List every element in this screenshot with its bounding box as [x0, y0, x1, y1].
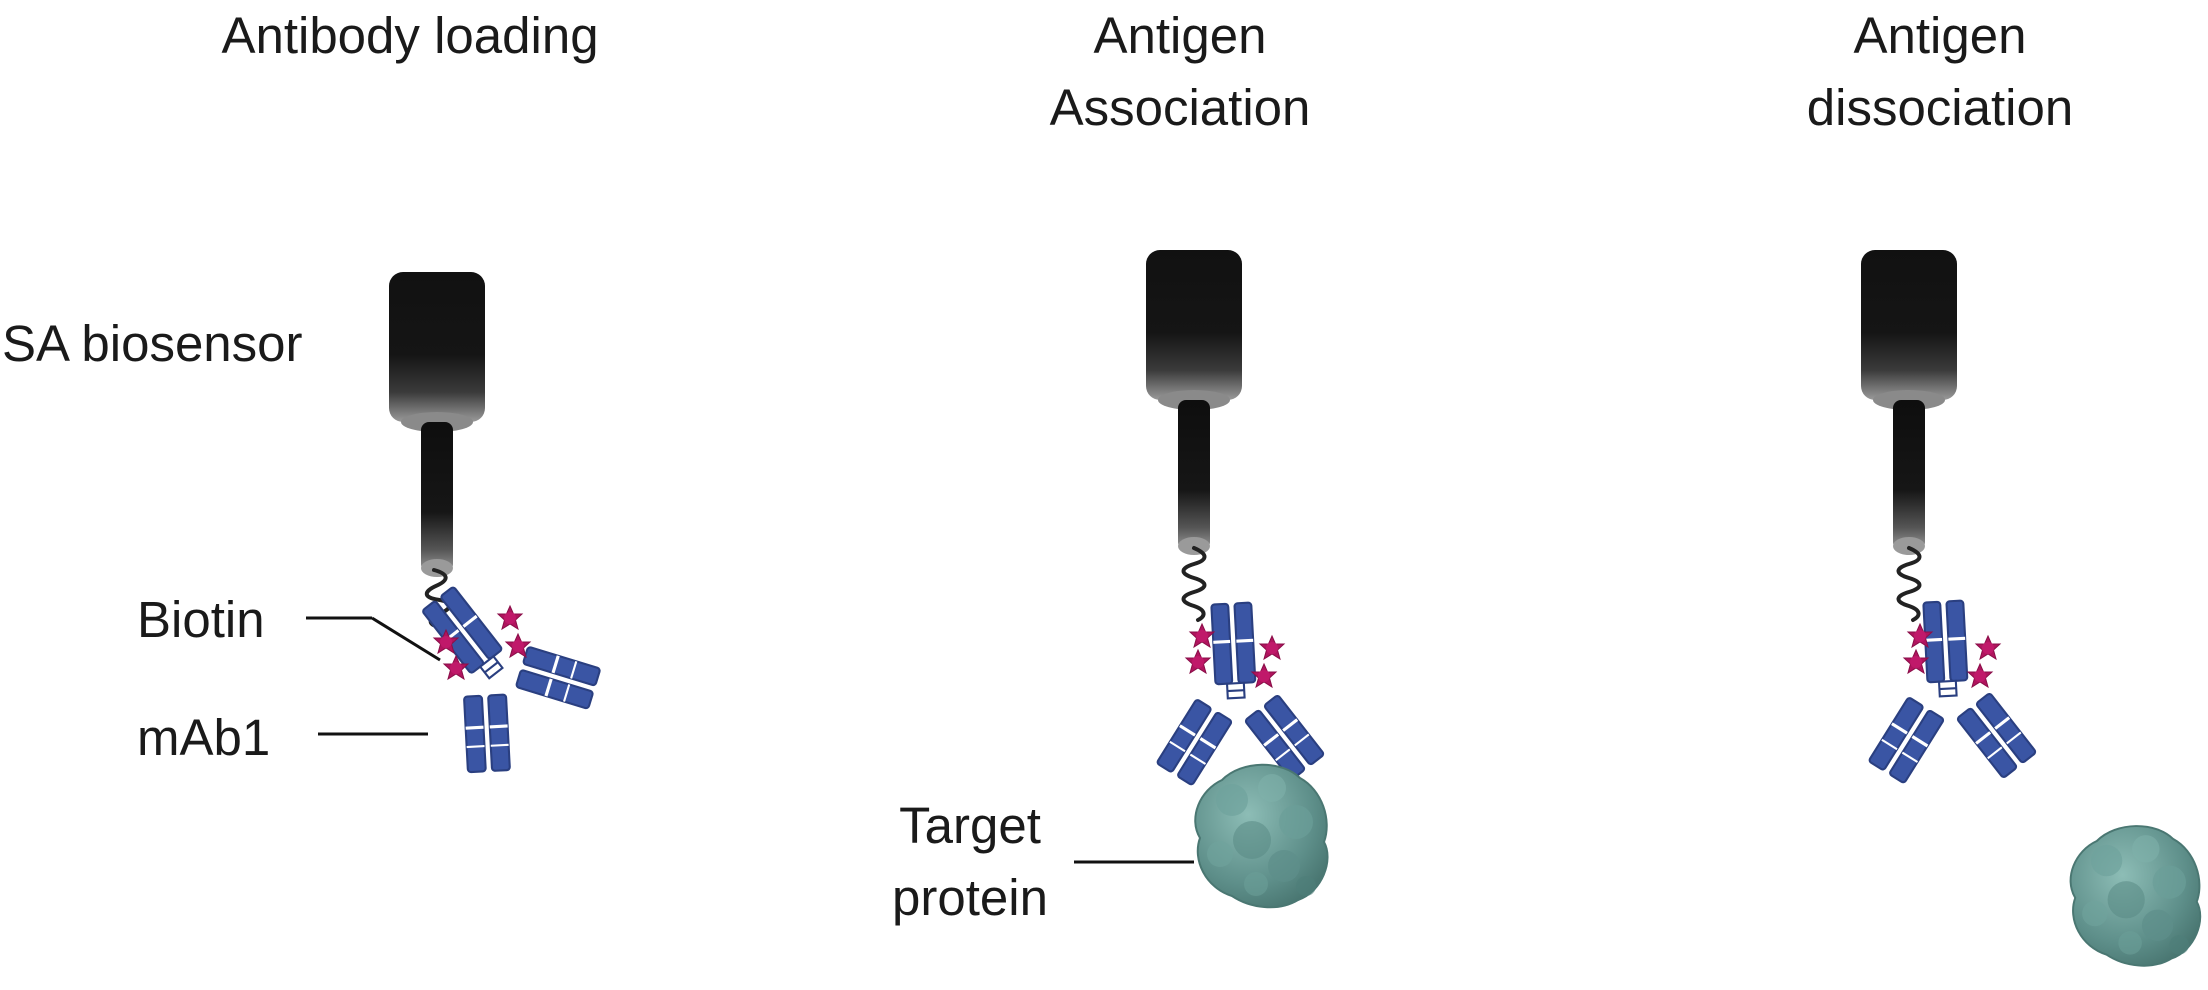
stage-1-graphic	[306, 272, 615, 791]
stage-title-line: dissociation	[1806, 79, 2074, 136]
biosensor-tip-icon	[1861, 250, 1957, 555]
stage-title-line: Antibody loading	[221, 7, 599, 64]
target-protein-icon	[2069, 825, 2202, 967]
biotin-star-icon	[1259, 635, 1285, 660]
stage-title-antigen-association: Antigen Association	[980, 0, 1380, 144]
target-protein-icon	[1194, 763, 1329, 909]
biotin-leader-line	[371, 616, 441, 662]
stage-2-graphic	[1074, 250, 1329, 909]
antibody-icon	[1860, 597, 2037, 785]
stage-title-line: Antigen	[1093, 7, 1267, 64]
stage-title-line: Antigen	[1853, 7, 2027, 64]
linker-coil	[1896, 546, 1922, 622]
biotin-star-icon	[1975, 635, 2001, 660]
biosensor-tip-icon	[389, 272, 485, 577]
label-mab1: mAb1	[137, 709, 271, 766]
biotin-star-icon	[497, 605, 523, 630]
biosensor-tip-icon	[1146, 250, 1242, 555]
label-sa-biosensor: SA biosensor	[2, 315, 303, 372]
linker-coil	[1181, 546, 1207, 622]
biotin-star-icon	[1903, 649, 1929, 674]
biotin-star-icon	[1185, 649, 1211, 674]
stage-title-antigen-dissociation: Antigen dissociation	[1740, 0, 2140, 144]
biotin-star-icon	[1189, 623, 1215, 648]
label-target-line: Target	[899, 797, 1041, 854]
label-target-protein: Target protein	[880, 790, 1060, 934]
biotin-star-icon	[1967, 663, 1993, 688]
label-target-line: protein	[892, 869, 1048, 926]
antibody-icon	[372, 546, 615, 791]
stage-title-antibody-loading: Antibody loading	[190, 0, 630, 72]
stage-3-graphic	[1860, 250, 2202, 967]
stage-title-line: Association	[1049, 79, 1311, 136]
antibody-icon	[1148, 599, 1325, 787]
label-biotin: Biotin	[137, 591, 265, 648]
